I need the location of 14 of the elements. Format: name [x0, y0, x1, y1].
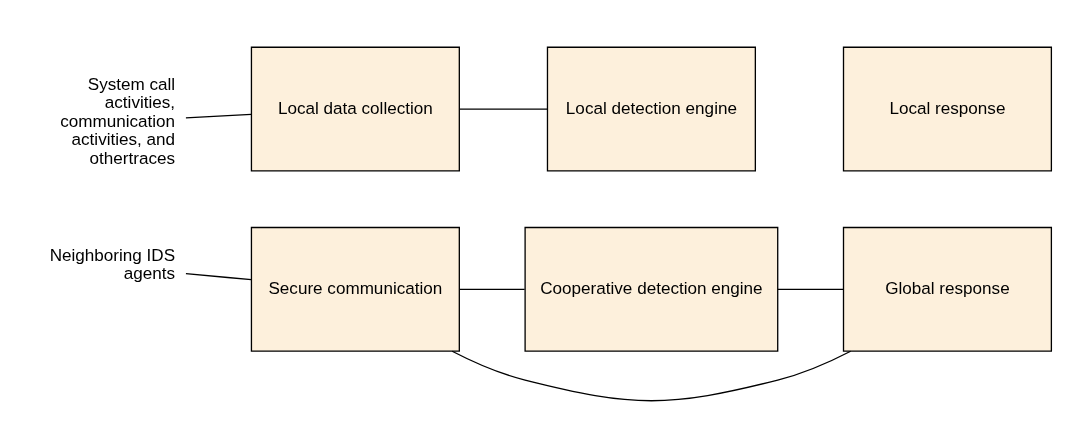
node-box: Secure communication: [250, 226, 460, 352]
connector: [185, 272, 252, 281]
node-box: Local detection engine: [546, 46, 756, 172]
connector: [451, 350, 852, 402]
node-box: Global response: [842, 226, 1053, 352]
connector: [459, 108, 548, 110]
connector: [777, 288, 845, 290]
node-text: Neighboring IDS agents: [49, 245, 176, 284]
connector: [459, 288, 526, 290]
node-box: Local data collection: [250, 46, 460, 172]
connector: [185, 113, 252, 119]
node-box: Cooperative detection engine: [524, 226, 779, 352]
node-text: System call activities, communication activities, and othertraces: [60, 74, 176, 168]
node-box: Local response: [842, 46, 1053, 172]
